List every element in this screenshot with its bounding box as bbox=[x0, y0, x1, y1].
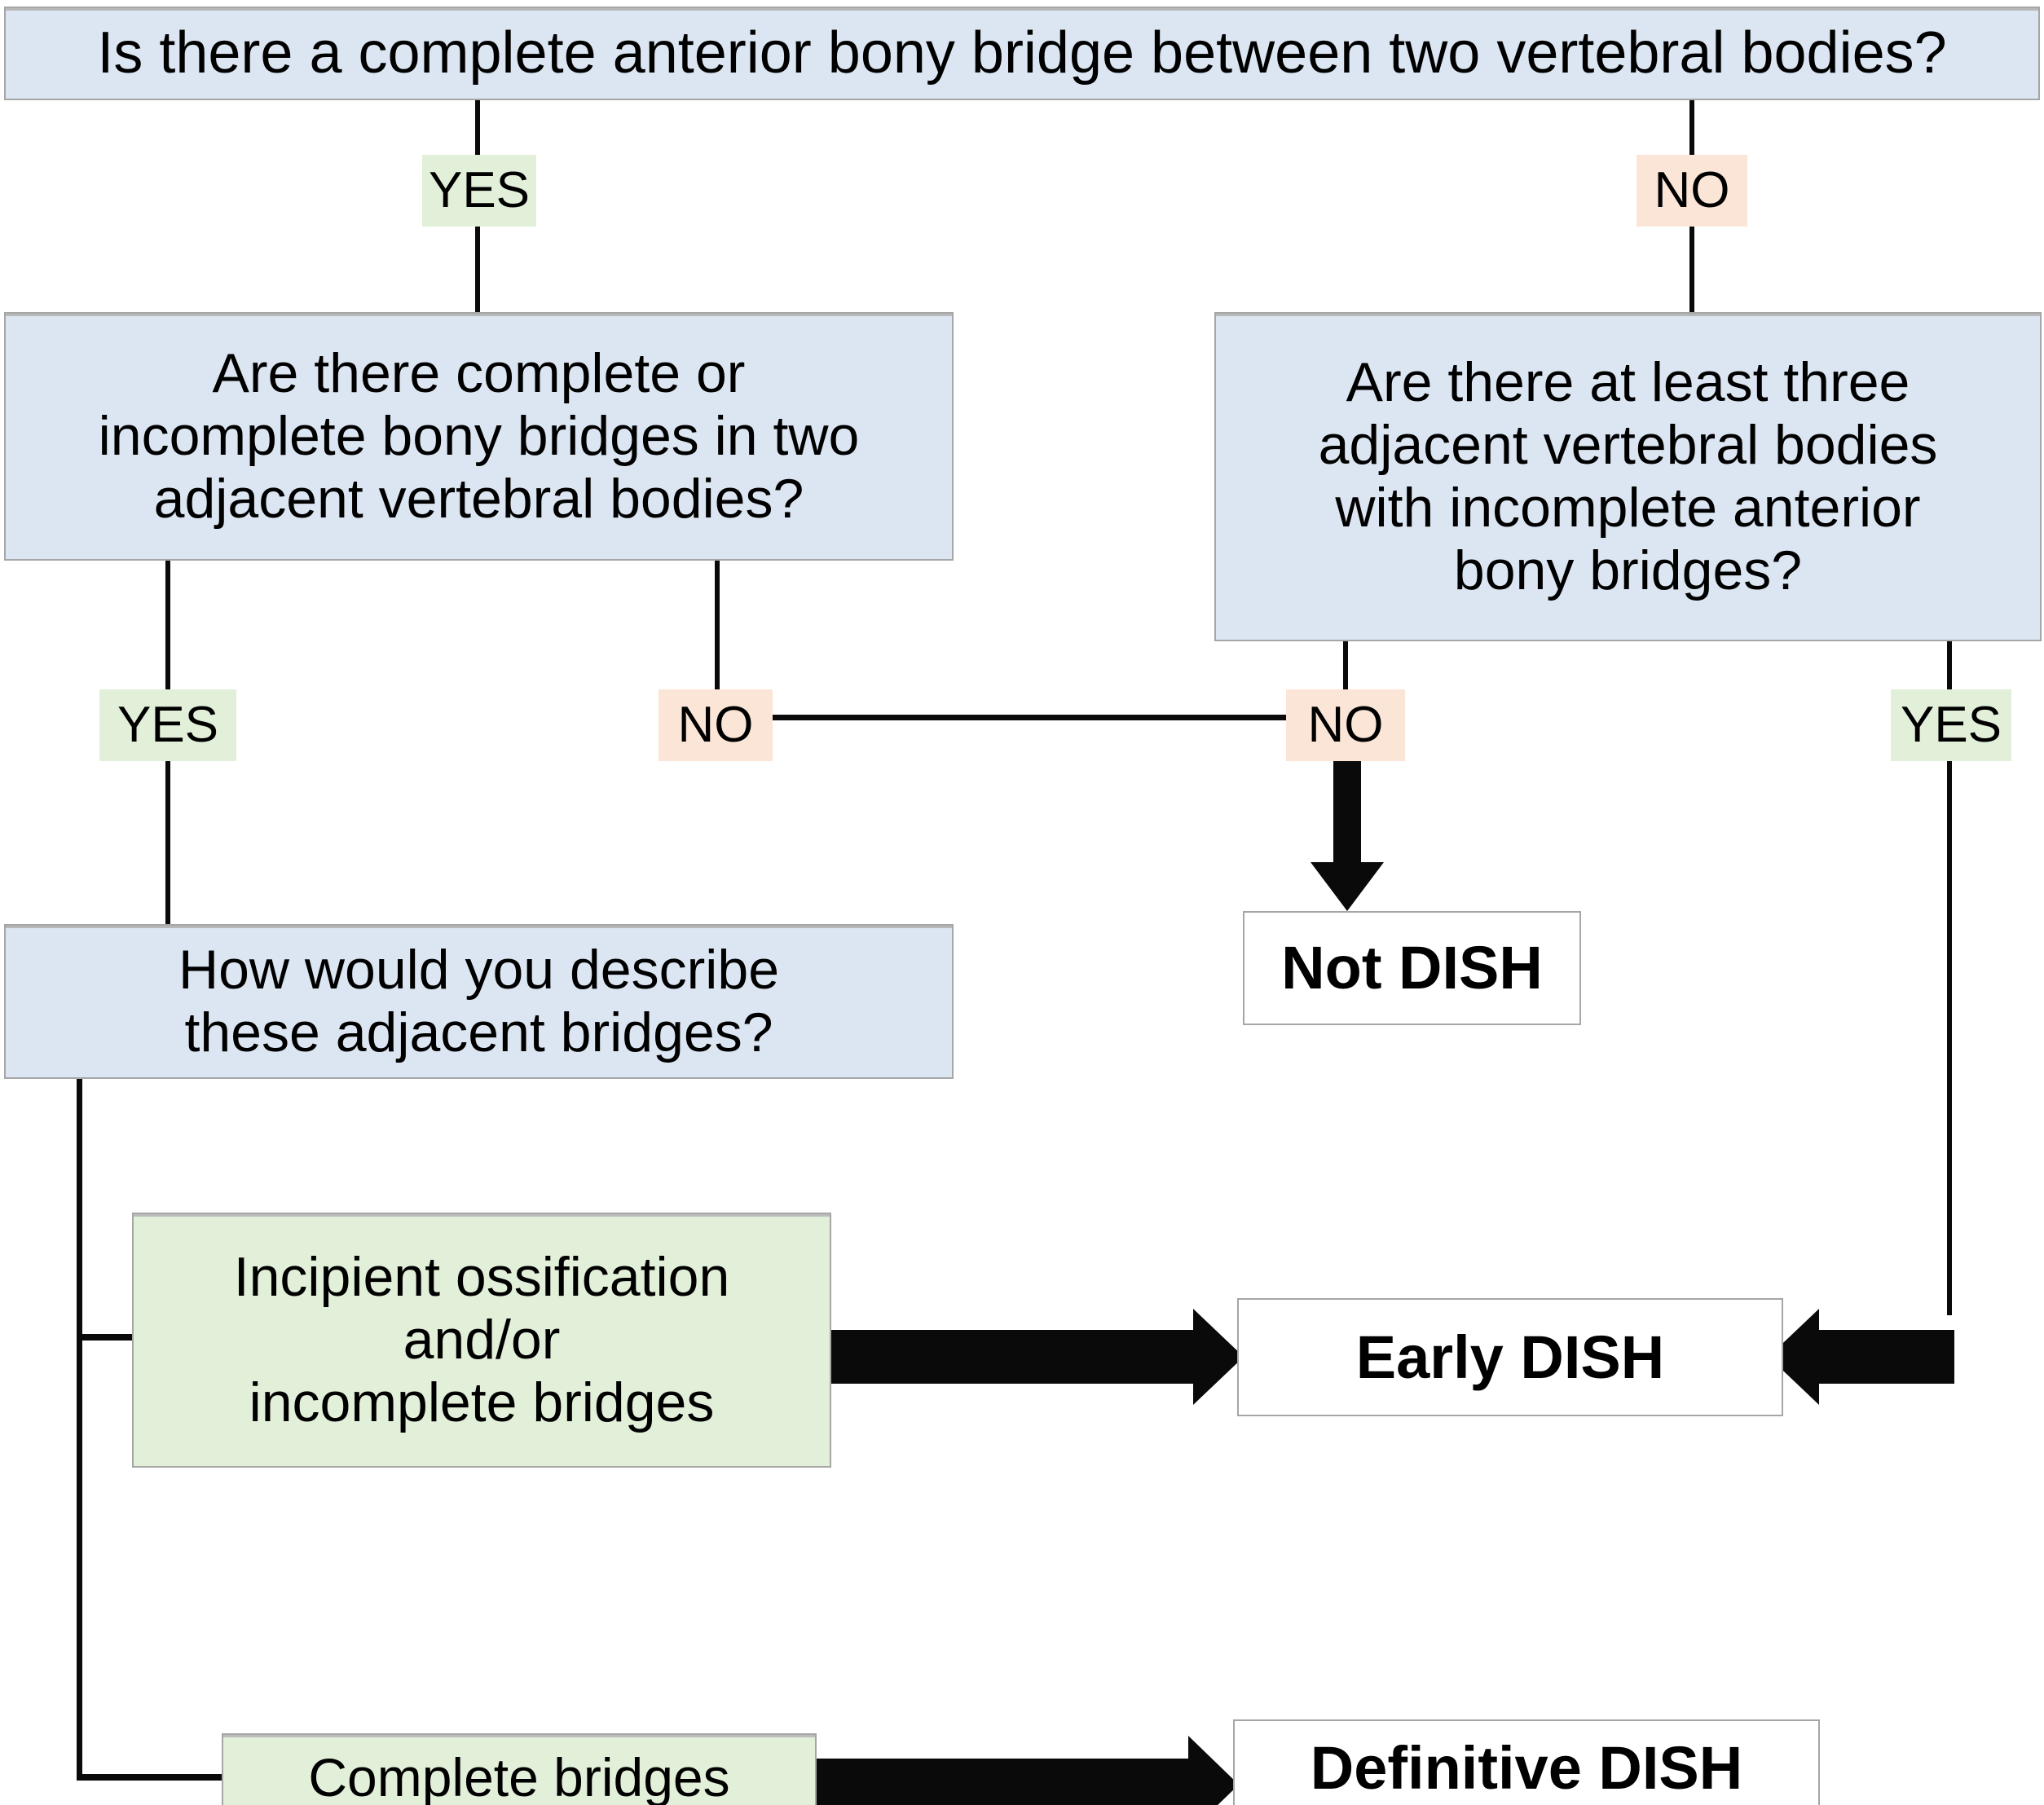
edge-right-yes-down bbox=[1947, 761, 1952, 1315]
edge-left-yes-to-describe bbox=[165, 761, 170, 924]
node-root-question: Is there a complete anterior bony bridge… bbox=[4, 7, 2040, 100]
edge-no-to-no-connector bbox=[770, 715, 1288, 720]
edge-describe-to-incipient bbox=[77, 1334, 137, 1341]
edge-describe-to-complete bbox=[77, 1774, 225, 1781]
edge-label-right-no: NO bbox=[1286, 689, 1405, 761]
node-early-dish-outcome: Early DISH bbox=[1237, 1298, 1783, 1416]
edge-right-question-yes bbox=[1947, 641, 1952, 689]
edge-label-right-yes: YES bbox=[1891, 689, 2011, 761]
node-describe-question: How would you describe these adjacent br… bbox=[4, 924, 954, 1079]
node-left-question: Are there complete or incomplete bony br… bbox=[4, 312, 954, 561]
arrow-yes-to-early-dish bbox=[1769, 1297, 1954, 1416]
node-definitive-dish-outcome: Definitive DISH bbox=[1233, 1719, 1820, 1805]
edge-right-question-no bbox=[1343, 641, 1348, 689]
edge-label-left-yes: YES bbox=[99, 689, 236, 761]
edge-label-root-no: NO bbox=[1637, 155, 1747, 227]
node-complete-option: Complete bridges bbox=[222, 1733, 817, 1805]
edge-left-question-yes bbox=[165, 561, 170, 689]
node-not-dish-outcome: Not DISH bbox=[1243, 911, 1581, 1025]
edge-left-question-no bbox=[715, 561, 720, 689]
arrow-no-to-not-dish bbox=[1311, 759, 1384, 911]
node-incipient-option: Incipient ossification and/or incomplete… bbox=[132, 1213, 831, 1468]
node-right-question: Are there at least three adjacent verteb… bbox=[1214, 312, 2042, 641]
arrow-complete-to-definitive-dish bbox=[815, 1728, 1239, 1805]
edge-label-root-yes: YES bbox=[422, 155, 536, 227]
edge-label-left-no: NO bbox=[659, 689, 773, 761]
arrow-incipient-to-early-dish bbox=[830, 1297, 1244, 1416]
edge-describe-spine bbox=[77, 1079, 82, 1780]
